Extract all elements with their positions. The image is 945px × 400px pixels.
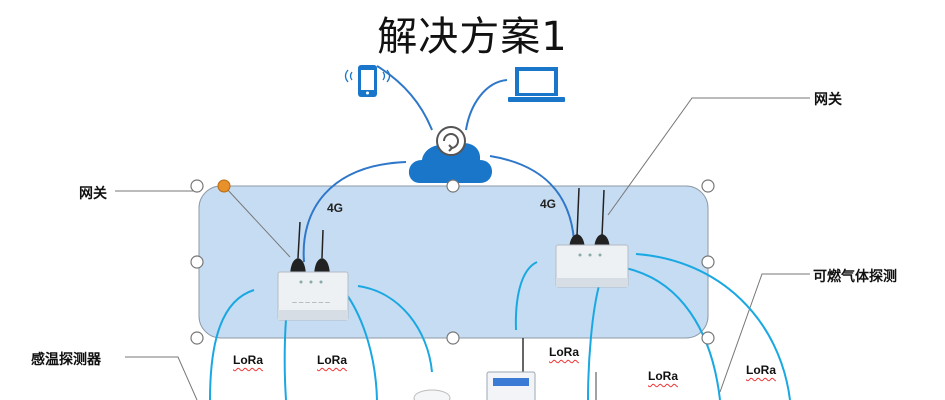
selection-handles[interactable] xyxy=(190,179,715,345)
selected-panel[interactable] xyxy=(198,185,709,339)
lora-tag: LoRa xyxy=(549,345,579,359)
phone-icon xyxy=(344,65,391,97)
network-tag-4g-left: 4G xyxy=(327,201,344,215)
callout-lines xyxy=(115,97,810,400)
cloud-icon xyxy=(408,143,492,183)
gateway-label-left: 网关 xyxy=(79,186,107,202)
adjust-handle[interactable] xyxy=(217,179,231,193)
lora-tag: LoRa xyxy=(648,369,678,383)
temp-detector-label: 感温探测器 xyxy=(31,352,101,368)
sync-icon xyxy=(436,126,466,156)
gateway-label-right: 网关 xyxy=(814,92,842,108)
sensor-device xyxy=(413,389,451,400)
lora-tag: LoRa xyxy=(233,353,263,367)
gas-detector-label: 可燃气体探测 xyxy=(813,269,897,285)
lora-tag: LoRa xyxy=(317,353,347,367)
laptop-icon xyxy=(508,67,565,102)
gateway-icon xyxy=(277,221,349,321)
network-tag-4g-right: 4G xyxy=(540,197,557,211)
uplink-lines xyxy=(302,65,575,263)
lora-lines xyxy=(209,253,791,400)
lora-tag: LoRa xyxy=(746,363,776,377)
gateway-label-print: — — — — — — xyxy=(292,300,330,306)
gateway-icon xyxy=(555,187,629,288)
page-title: 解决方案1 xyxy=(377,14,568,60)
detector-device xyxy=(486,338,536,400)
